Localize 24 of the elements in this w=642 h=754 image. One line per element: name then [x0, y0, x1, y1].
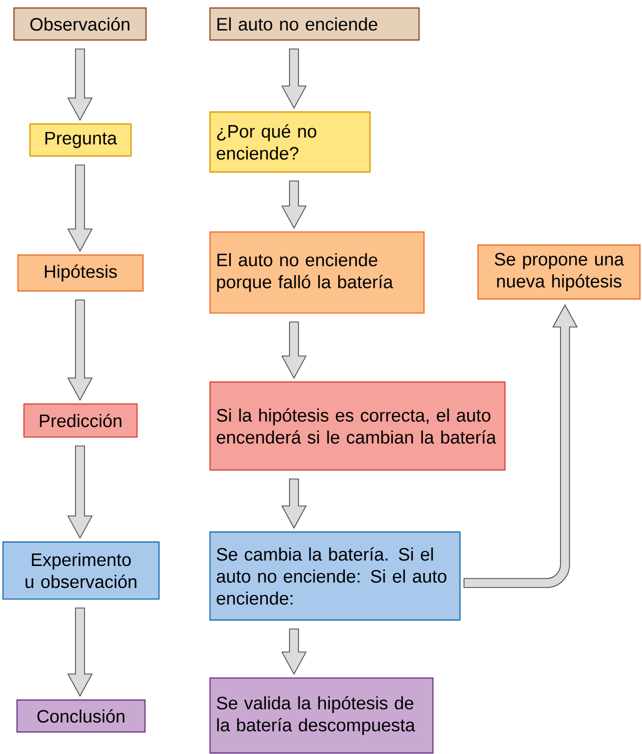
- process-box: Si la hipótesis es correcta, el auto encenderá si le cambian la batería: [209, 381, 506, 471]
- process-box: Conclusión: [16, 699, 146, 733]
- arrow: [281, 478, 307, 529]
- arrow: [281, 180, 307, 229]
- process-box: Observación: [13, 7, 147, 41]
- arrow: [67, 446, 93, 539]
- arrow: [67, 164, 93, 252]
- process-box: El auto no enciende porque falló la batería: [209, 231, 425, 314]
- process-box: Se cambia la batería. Si el auto no enciende: Si el auto enciende:: [209, 531, 461, 621]
- process-box: Se valida la hipótesis de la batería descompuesta: [209, 677, 434, 754]
- process-box: Hipótesis: [17, 254, 144, 292]
- process-box: Pregunta: [29, 123, 132, 157]
- arrow: [281, 628, 307, 675]
- process-box: El auto no enciende: [209, 7, 420, 41]
- arrow: [67, 300, 93, 401]
- process-box: Experimento u observación: [2, 541, 160, 600]
- arrow: [67, 48, 93, 121]
- process-box: Predicción: [23, 403, 138, 438]
- arrow: [281, 48, 307, 109]
- arrow: [67, 608, 93, 697]
- process-box: Se propone una nueva hipótesis: [477, 244, 641, 300]
- process-box: ¿Por qué no enciende?: [209, 111, 371, 173]
- arrow: [464, 304, 578, 588]
- arrow: [281, 322, 307, 379]
